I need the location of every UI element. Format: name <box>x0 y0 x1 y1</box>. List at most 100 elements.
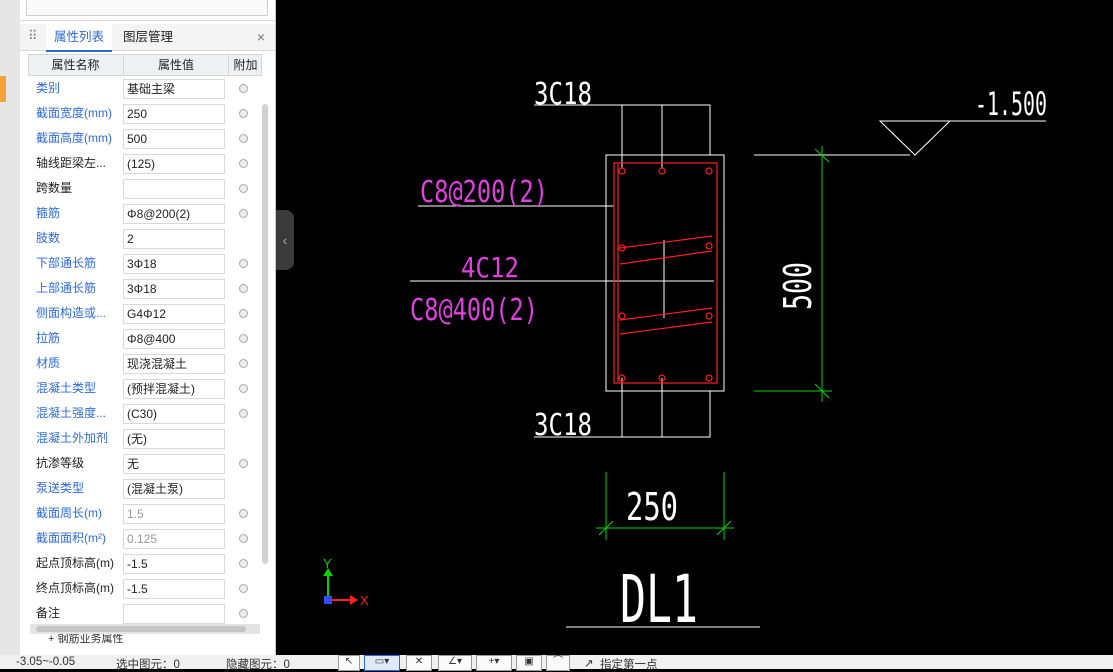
panel-top-area <box>20 0 275 21</box>
header-extra: 附加 <box>228 55 262 75</box>
tie-bar-lower <box>619 307 713 321</box>
property-row[interactable]: 侧面构造或...G4Φ12 <box>28 301 260 326</box>
property-value-field[interactable]: (预拌混凝土) <box>123 379 225 399</box>
property-row[interactable]: 轴线距梁左...(125) <box>28 151 260 176</box>
drag-grip-icon[interactable]: ⠿ <box>28 28 38 43</box>
property-value-field[interactable] <box>123 604 225 624</box>
tie-bar-upper-2 <box>619 250 713 265</box>
property-value-field[interactable]: 250 <box>123 104 225 124</box>
property-value-field[interactable]: (混凝土泵) <box>123 479 225 499</box>
tab-layer-management[interactable]: 图层管理 <box>123 30 174 44</box>
property-panel: ⠿ 属性列表 图层管理 × 属性名称 属性值 附加 类别基础主梁截面宽度(mm)… <box>20 0 276 655</box>
property-row[interactable]: 起点顶标高(m)-1.5 <box>28 551 260 576</box>
attach-radio[interactable] <box>239 184 248 193</box>
status-prompt: 指定第一点 <box>600 659 658 671</box>
property-row[interactable]: 截面高度(mm)500 <box>28 126 260 151</box>
property-value-field[interactable]: 1.5 <box>123 504 225 524</box>
stirrup-label: C8@200(2) <box>420 175 548 210</box>
property-row[interactable]: 截面宽度(mm) 250 <box>28 101 260 126</box>
side-bar-label: 4C12 <box>461 251 519 284</box>
attach-radio[interactable] <box>239 534 248 543</box>
property-value-field[interactable]: 0.125 <box>123 529 225 549</box>
cad-canvas[interactable]: 3C18 3C18 -1.500 250 500 DL1 C8@200(2) 4… <box>0 0 1113 655</box>
header-value: 属性值 <box>123 55 228 75</box>
property-row[interactable]: 跨数量 <box>28 176 260 201</box>
tie-bar-upper <box>619 235 713 249</box>
bottom-rebar-leader <box>534 391 711 438</box>
attach-radio[interactable] <box>239 359 248 368</box>
bottom-bar-2 <box>658 374 666 382</box>
side-bar-4 <box>705 312 713 320</box>
attach-radio[interactable] <box>239 609 248 618</box>
collapsed-group-label[interactable]: + 钢筋业务属性 <box>48 633 124 645</box>
property-value-field[interactable]: Φ8@400 <box>123 329 225 349</box>
property-value-field[interactable]: -1.5 <box>123 579 225 599</box>
property-row[interactable]: 下部通长筋 3Φ18 <box>28 251 260 276</box>
horizontal-scrollbar[interactable] <box>30 624 260 634</box>
attach-radio[interactable] <box>239 84 248 93</box>
property-value-field[interactable]: (125) <box>123 154 225 174</box>
property-value-field[interactable] <box>123 179 225 199</box>
property-value-field[interactable]: 现浇混凝土 <box>123 354 225 374</box>
attach-radio[interactable] <box>239 384 248 393</box>
property-name: 下部通长筋 <box>36 256 97 270</box>
attach-radio[interactable] <box>239 334 248 343</box>
dock-accent-tab[interactable] <box>0 76 6 102</box>
stirrup-outline <box>613 162 718 384</box>
property-name: 截面宽度(mm) <box>36 106 112 120</box>
ucs-origin <box>324 596 332 604</box>
property-value-field[interactable]: 500 <box>123 129 225 149</box>
ucs-x-label: X <box>360 593 369 608</box>
top-bar-2 <box>658 167 666 175</box>
property-name: 混凝土类型 <box>36 381 97 395</box>
property-row[interactable]: 混凝土外加剂(无) <box>28 426 260 451</box>
property-row[interactable]: 箍筋 Φ8@200(2) <box>28 201 260 226</box>
property-row[interactable]: 混凝土强度...(C30) <box>28 401 260 426</box>
attach-radio[interactable] <box>239 309 248 318</box>
property-row[interactable]: 截面面积(m²)0.125 <box>28 526 260 551</box>
property-name: 箍筋 <box>36 206 61 220</box>
property-row[interactable]: 混凝土类型 (预拌混凝土) <box>28 376 260 401</box>
bottom-bar-3 <box>705 374 713 382</box>
property-value-field[interactable]: Φ8@200(2) <box>123 204 225 224</box>
property-value-field[interactable]: 2 <box>123 229 225 249</box>
attach-radio[interactable] <box>239 159 248 168</box>
property-row[interactable]: 抗渗等级无 <box>28 451 260 476</box>
horizontal-scroll-thumb[interactable] <box>36 626 246 632</box>
property-value-field[interactable]: (C30) <box>123 404 225 424</box>
attach-radio[interactable] <box>239 459 248 468</box>
property-value-field[interactable]: G4Φ12 <box>123 304 225 324</box>
attach-radio[interactable] <box>239 559 248 568</box>
attach-radio[interactable] <box>239 109 248 118</box>
property-row[interactable]: 截面周长(m)1.5 <box>28 501 260 526</box>
property-row[interactable]: 终点顶标高(m)-1.5 <box>28 576 260 601</box>
property-value-field[interactable]: 基础主梁 <box>123 79 225 99</box>
property-row[interactable]: 泵送类型(混凝土泵) <box>28 476 260 501</box>
property-row[interactable]: 材质现浇混凝土 <box>28 351 260 376</box>
property-value-field[interactable]: -1.5 <box>123 554 225 574</box>
attach-radio[interactable] <box>239 584 248 593</box>
tab-property-list[interactable]: 属性列表 <box>46 24 113 52</box>
elevation-triangle <box>878 120 952 156</box>
property-row[interactable]: 备注 <box>28 601 260 626</box>
attach-radio[interactable] <box>239 284 248 293</box>
attach-radio[interactable] <box>239 209 248 218</box>
collapse-panel-handle[interactable]: ‹ <box>276 210 294 270</box>
property-row[interactable]: 类别基础主梁 <box>28 76 260 101</box>
status-bar: -3.05~-0.05 选中图元：0 隐藏图元：0 ↖ ▭▾ ✕ ∠▾ +▾ ▣… <box>0 655 1113 671</box>
property-value-field[interactable]: 3Φ18 <box>123 279 225 299</box>
close-icon[interactable]: × <box>256 29 265 45</box>
ucs-axis-icon: Y X <box>323 556 369 608</box>
attach-radio[interactable] <box>239 259 248 268</box>
attach-radio[interactable] <box>239 409 248 418</box>
attach-radio[interactable] <box>239 509 248 518</box>
property-value-field[interactable]: 3Φ18 <box>123 254 225 274</box>
property-value-field[interactable]: (无) <box>123 429 225 449</box>
vertical-scrollbar[interactable] <box>262 104 268 564</box>
property-value-field[interactable]: 无 <box>123 454 225 474</box>
attach-radio[interactable] <box>239 134 248 143</box>
width-dim-label: 250 <box>626 485 678 529</box>
